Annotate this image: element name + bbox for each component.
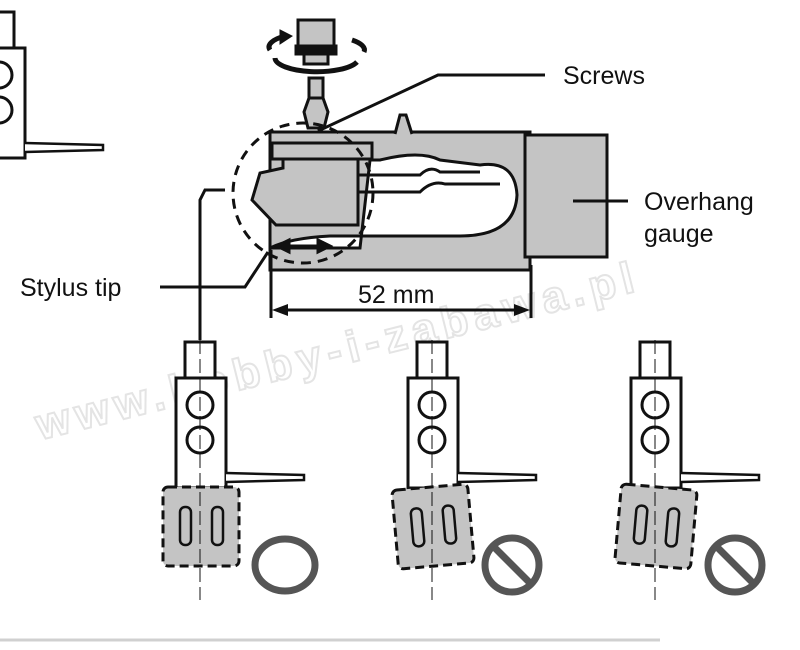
overhang-gauge-label-2: gauge — [644, 220, 714, 248]
stylus-tip-label: Stylus tip — [20, 274, 121, 302]
prohibited-icon — [481, 534, 543, 596]
ok-circle-icon — [251, 535, 319, 595]
cartridge — [250, 157, 360, 227]
top-view-incorrect-1 — [390, 340, 543, 600]
watermark: www.hobby-i-zabawa.pl — [30, 252, 645, 450]
detail-circle — [231, 121, 375, 265]
stylus-arrow-icon — [273, 237, 334, 255]
screws-leader — [317, 73, 545, 133]
headshell-side-view — [250, 113, 609, 272]
top-view-correct — [161, 340, 319, 600]
rotate-arrow-icon — [266, 29, 367, 75]
headshell-top-view — [0, 10, 105, 160]
overhang-gauge-label: Overhang — [644, 188, 754, 216]
dimension-label: 52 mm — [358, 281, 434, 309]
prohibited-icon — [704, 534, 766, 596]
top-view-incorrect-2 — [613, 340, 766, 600]
overhang-gauge — [523, 133, 609, 259]
screws-label: Screws — [563, 62, 645, 90]
center-leader — [198, 188, 225, 340]
stylus-leader — [160, 251, 270, 289]
cartridge-top-plate — [270, 141, 374, 161]
